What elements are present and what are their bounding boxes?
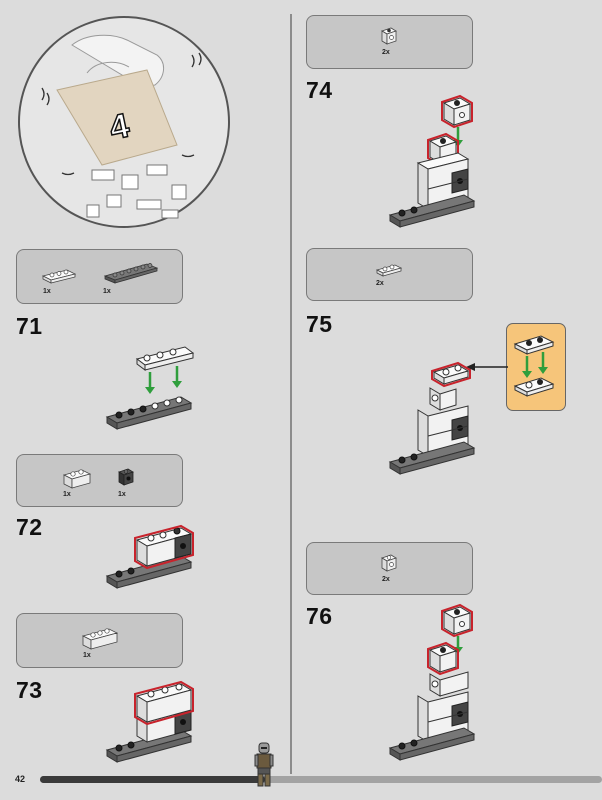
brick-1x3-white-icon xyxy=(81,628,119,650)
technic-brick-1x1-white-icon xyxy=(381,27,397,45)
parts-list-74: 2x xyxy=(306,15,473,69)
bag-illustration xyxy=(18,16,230,228)
step-number-75: 75 xyxy=(306,311,333,337)
part-qty: 1x xyxy=(83,652,91,659)
step-72-model xyxy=(105,524,194,589)
step-number-76: 76 xyxy=(306,603,333,629)
step-number-72: 72 xyxy=(16,514,43,540)
step-number-73: 73 xyxy=(16,677,43,703)
part-qty: 1x xyxy=(118,491,126,498)
part-qty: 1x xyxy=(43,288,51,295)
part-qty: 1x xyxy=(63,491,71,498)
technic-brick-1x1-icon xyxy=(118,468,134,486)
plate-1x6-icon xyxy=(103,263,159,284)
step-71-model xyxy=(105,346,195,430)
sub-assembly-model xyxy=(513,335,555,397)
plate-1x2-icon xyxy=(375,264,403,277)
progress-fill xyxy=(40,776,265,783)
minifigure-icon xyxy=(254,742,274,787)
parts-list-72: 1x 1x xyxy=(16,454,183,507)
step-76-model xyxy=(388,603,476,761)
brick-1x2-white-icon xyxy=(62,469,92,489)
parts-list-71: 1x 1x xyxy=(16,249,183,304)
callout-arrow xyxy=(466,363,508,371)
page-number: 42 xyxy=(15,774,26,784)
step-number-74: 74 xyxy=(306,77,333,103)
plate-1x3-icon xyxy=(41,269,77,284)
part-qty: 2x xyxy=(382,49,390,56)
parts-list-75: 2x xyxy=(306,248,473,301)
technic-brick-1x1-white-icon xyxy=(381,554,397,572)
step-number-71: 71 xyxy=(16,313,43,339)
step-75-model xyxy=(388,361,476,475)
part-qty: 1x xyxy=(103,288,111,295)
part-qty: 2x xyxy=(376,280,384,287)
step-74-model xyxy=(388,94,476,228)
progress-track xyxy=(40,776,602,783)
parts-list-73: 1x xyxy=(16,613,183,668)
parts-list-76: 2x xyxy=(306,542,473,595)
step-73-model xyxy=(105,680,194,763)
column-divider xyxy=(290,14,292,774)
part-qty: 2x xyxy=(382,576,390,583)
